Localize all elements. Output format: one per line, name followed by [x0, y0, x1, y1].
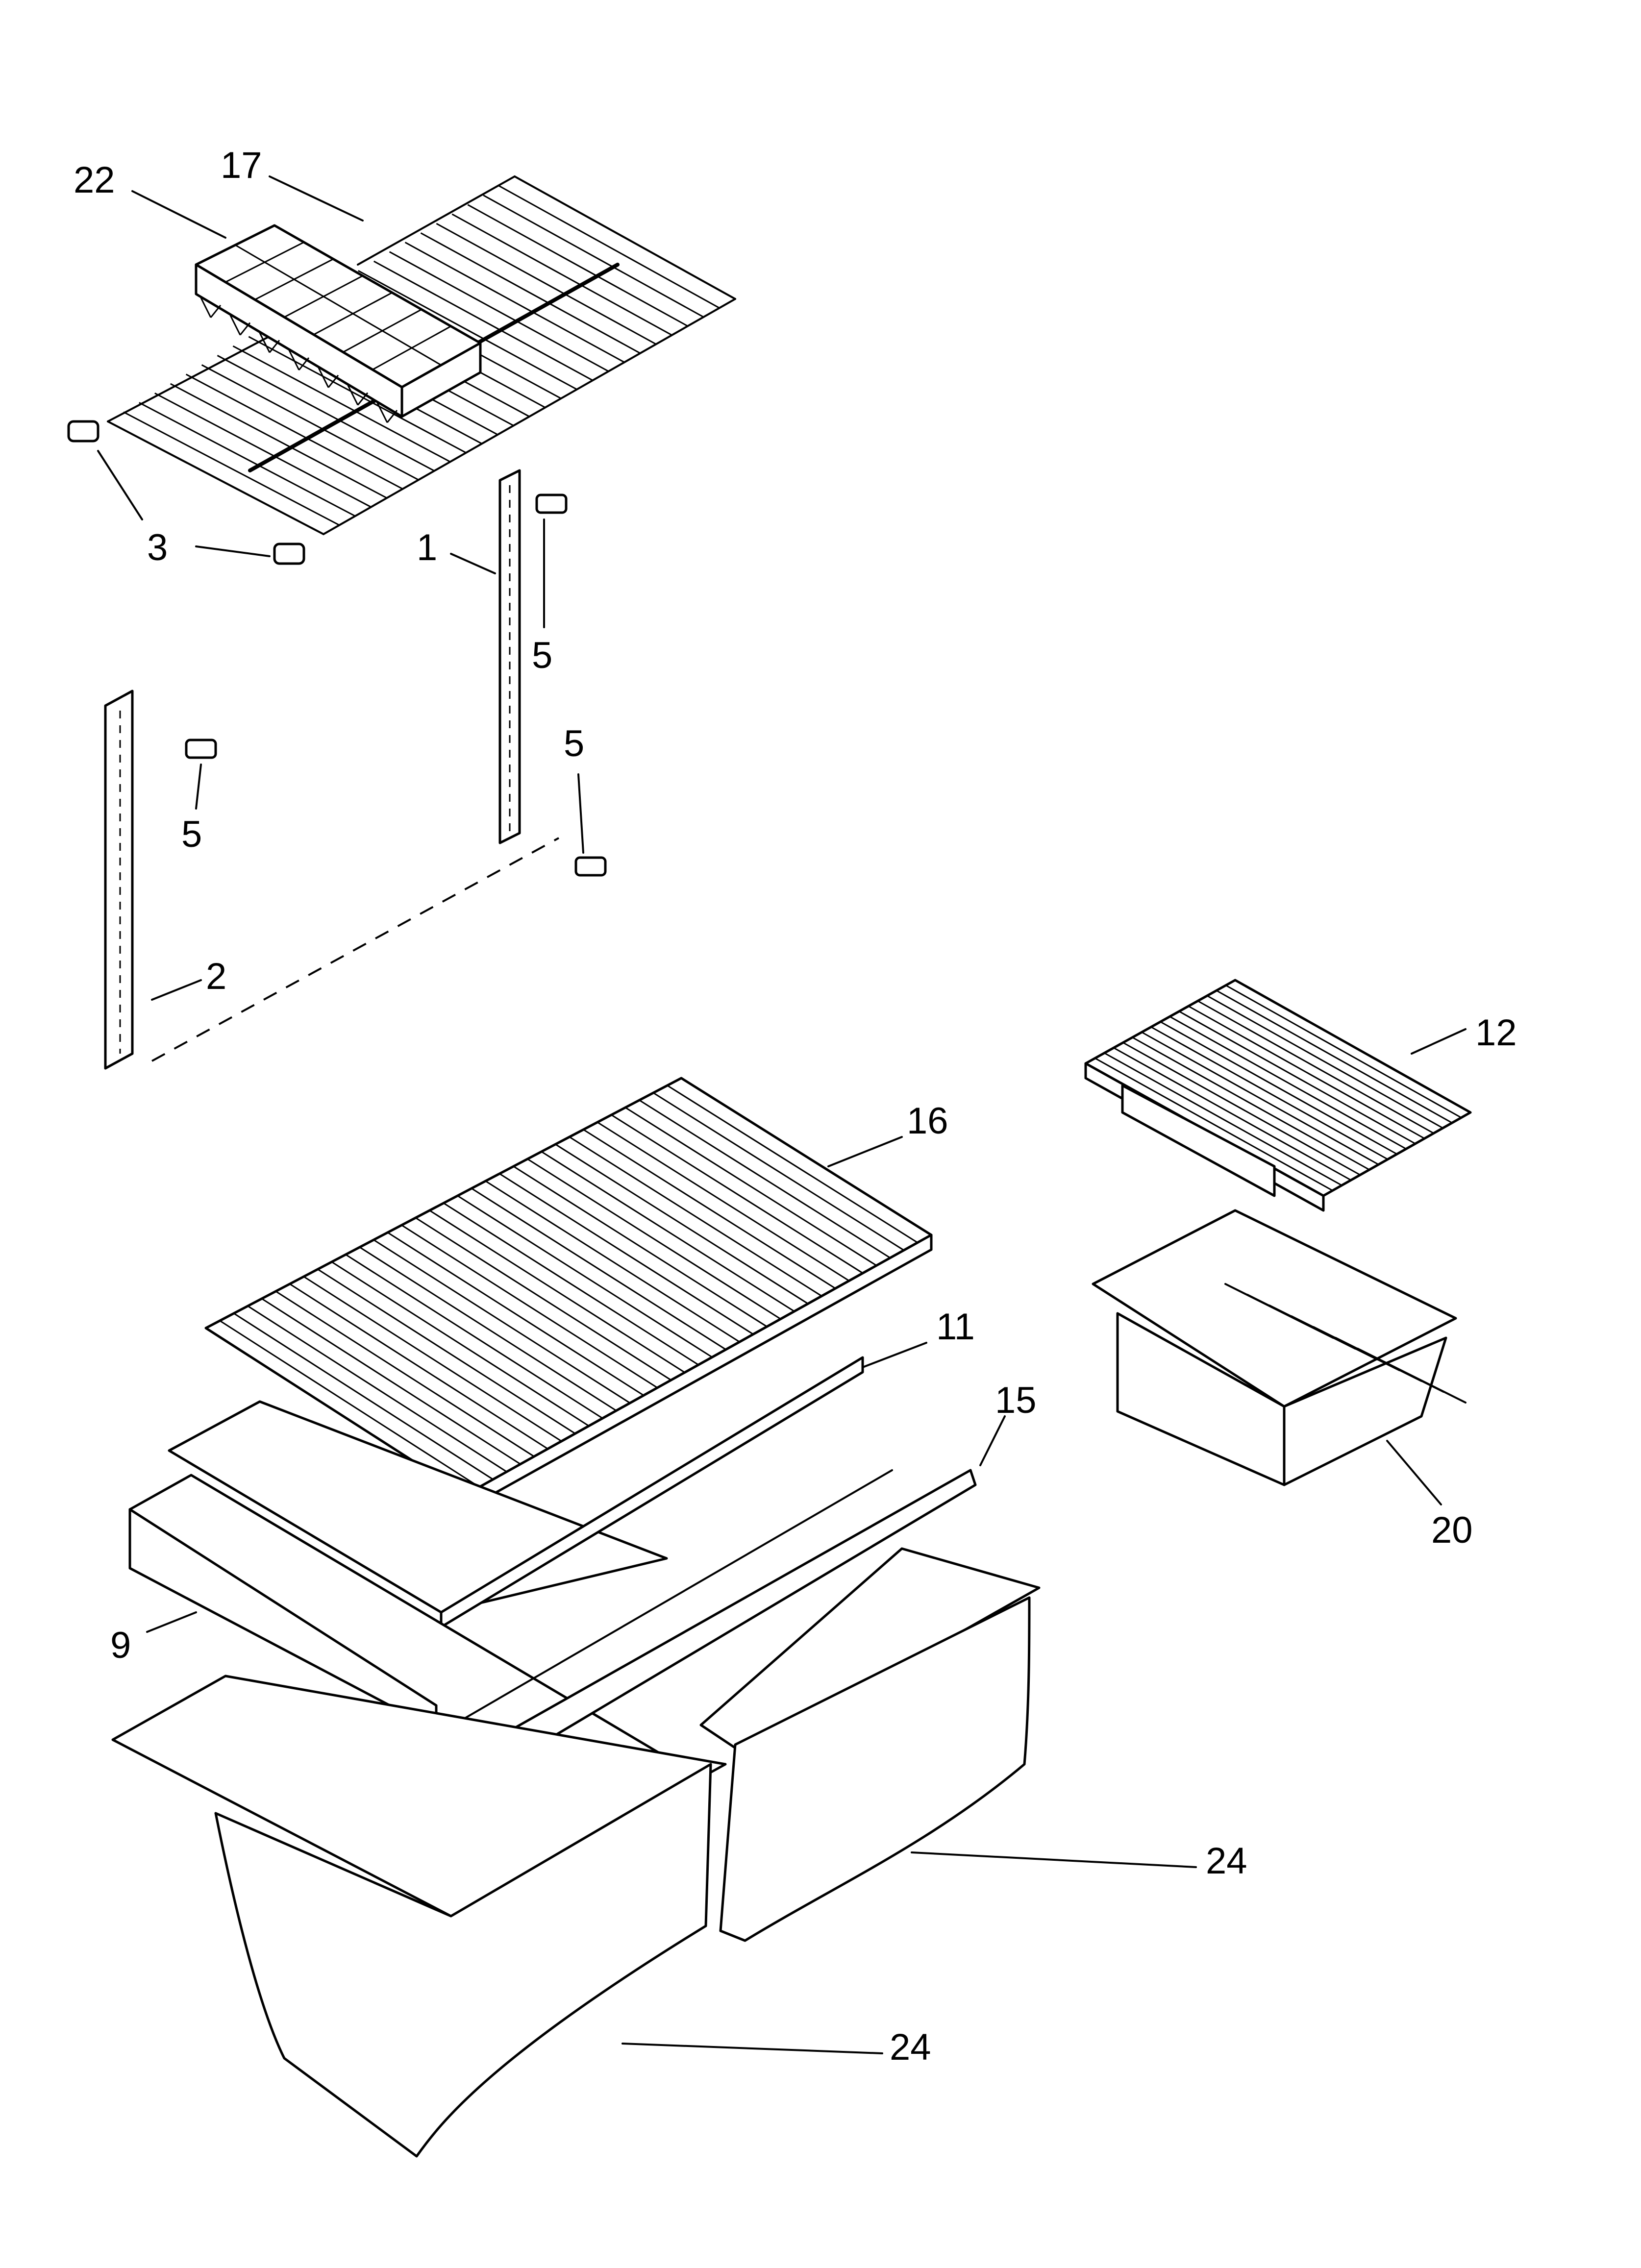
shelf-support-1	[498, 469, 521, 844]
crisper-drawer-24-right	[699, 1547, 1041, 1942]
shelf-16	[204, 1077, 933, 1511]
ice-tray-22	[195, 224, 482, 423]
callout-20: 20	[1431, 1509, 1473, 1551]
shelf-stud-3	[67, 420, 305, 565]
callout-5-upper: 5	[532, 635, 553, 676]
callout-16: 16	[907, 1100, 948, 1142]
pan-20	[1092, 1209, 1467, 1486]
callout-3: 3	[147, 527, 168, 568]
callout-17: 17	[221, 145, 262, 186]
callout-2: 2	[206, 956, 227, 997]
shelf-support-2	[104, 690, 134, 1070]
callout-15: 15	[995, 1380, 1037, 1421]
callout-9: 9	[110, 1625, 131, 1666]
crisper-cover-9	[128, 1469, 893, 1756]
callout-5-left: 5	[181, 814, 202, 855]
crisper-drawer-24-left	[111, 1675, 727, 2158]
callout-1: 1	[417, 527, 438, 568]
leader-lines	[97, 175, 1467, 2054]
callout-11: 11	[936, 1306, 975, 1348]
callout-24-right: 24	[1206, 1840, 1247, 1882]
wire-shelf-12	[1084, 979, 1472, 1212]
screw-5	[185, 493, 607, 877]
callout-5-lower: 5	[564, 723, 585, 764]
callout-12: 12	[1475, 1012, 1517, 1054]
callout-22: 22	[74, 159, 115, 201]
callout-24-left: 24	[890, 2026, 931, 2068]
